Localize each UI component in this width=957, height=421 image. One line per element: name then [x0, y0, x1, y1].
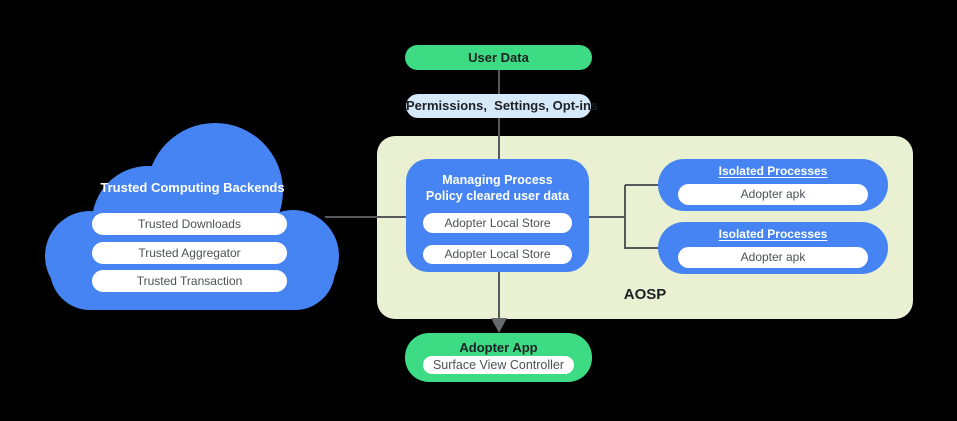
adopter-apk-2: Adopter apk: [678, 247, 868, 268]
adopter-local-store-2: Adopter Local Store: [423, 245, 572, 264]
managing-process-title: Managing Process Policy cleared user dat…: [406, 172, 589, 204]
cloud-title: Trusted Computing Backends: [100, 180, 285, 195]
managing-process-title-line2: Policy cleared user data: [425, 189, 570, 203]
cloud-item-trusted-aggregator: Trusted Aggregator: [92, 242, 287, 264]
managing-process-node: Managing Process Policy cleared user dat…: [406, 159, 589, 272]
aosp-label: AOSP: [623, 286, 667, 303]
isolated-process-node-2: Isolated Processes Adopter apk: [658, 222, 888, 274]
cloud-item-trusted-transaction: Trusted Transaction: [92, 270, 287, 292]
isolated-process-title-1: Isolated Processes: [718, 164, 828, 178]
adopter-app-title: Adopter App: [459, 340, 538, 355]
adopter-app-node: Adopter App Surface View Controller: [405, 333, 592, 382]
trusted-computing-cloud: Trusted Computing Backends Trusted Downl…: [45, 118, 340, 313]
permissions-settings-optins-node: Permissions, Settings, Opt-ins: [406, 94, 598, 118]
cloud-item-trusted-downloads: Trusted Downloads: [92, 213, 287, 235]
surface-view-controller: Surface View Controller: [423, 356, 574, 374]
adopter-local-store-1: Adopter Local Store: [423, 213, 572, 233]
adopter-apk-1: Adopter apk: [678, 184, 868, 205]
down-arrowhead-icon: [491, 318, 507, 333]
user-data-node: User Data: [405, 45, 592, 70]
isolated-process-title-2: Isolated Processes: [718, 227, 828, 241]
isolated-process-node-1: Isolated Processes Adopter apk: [658, 159, 888, 211]
managing-process-title-line1: Managing Process: [442, 173, 553, 187]
